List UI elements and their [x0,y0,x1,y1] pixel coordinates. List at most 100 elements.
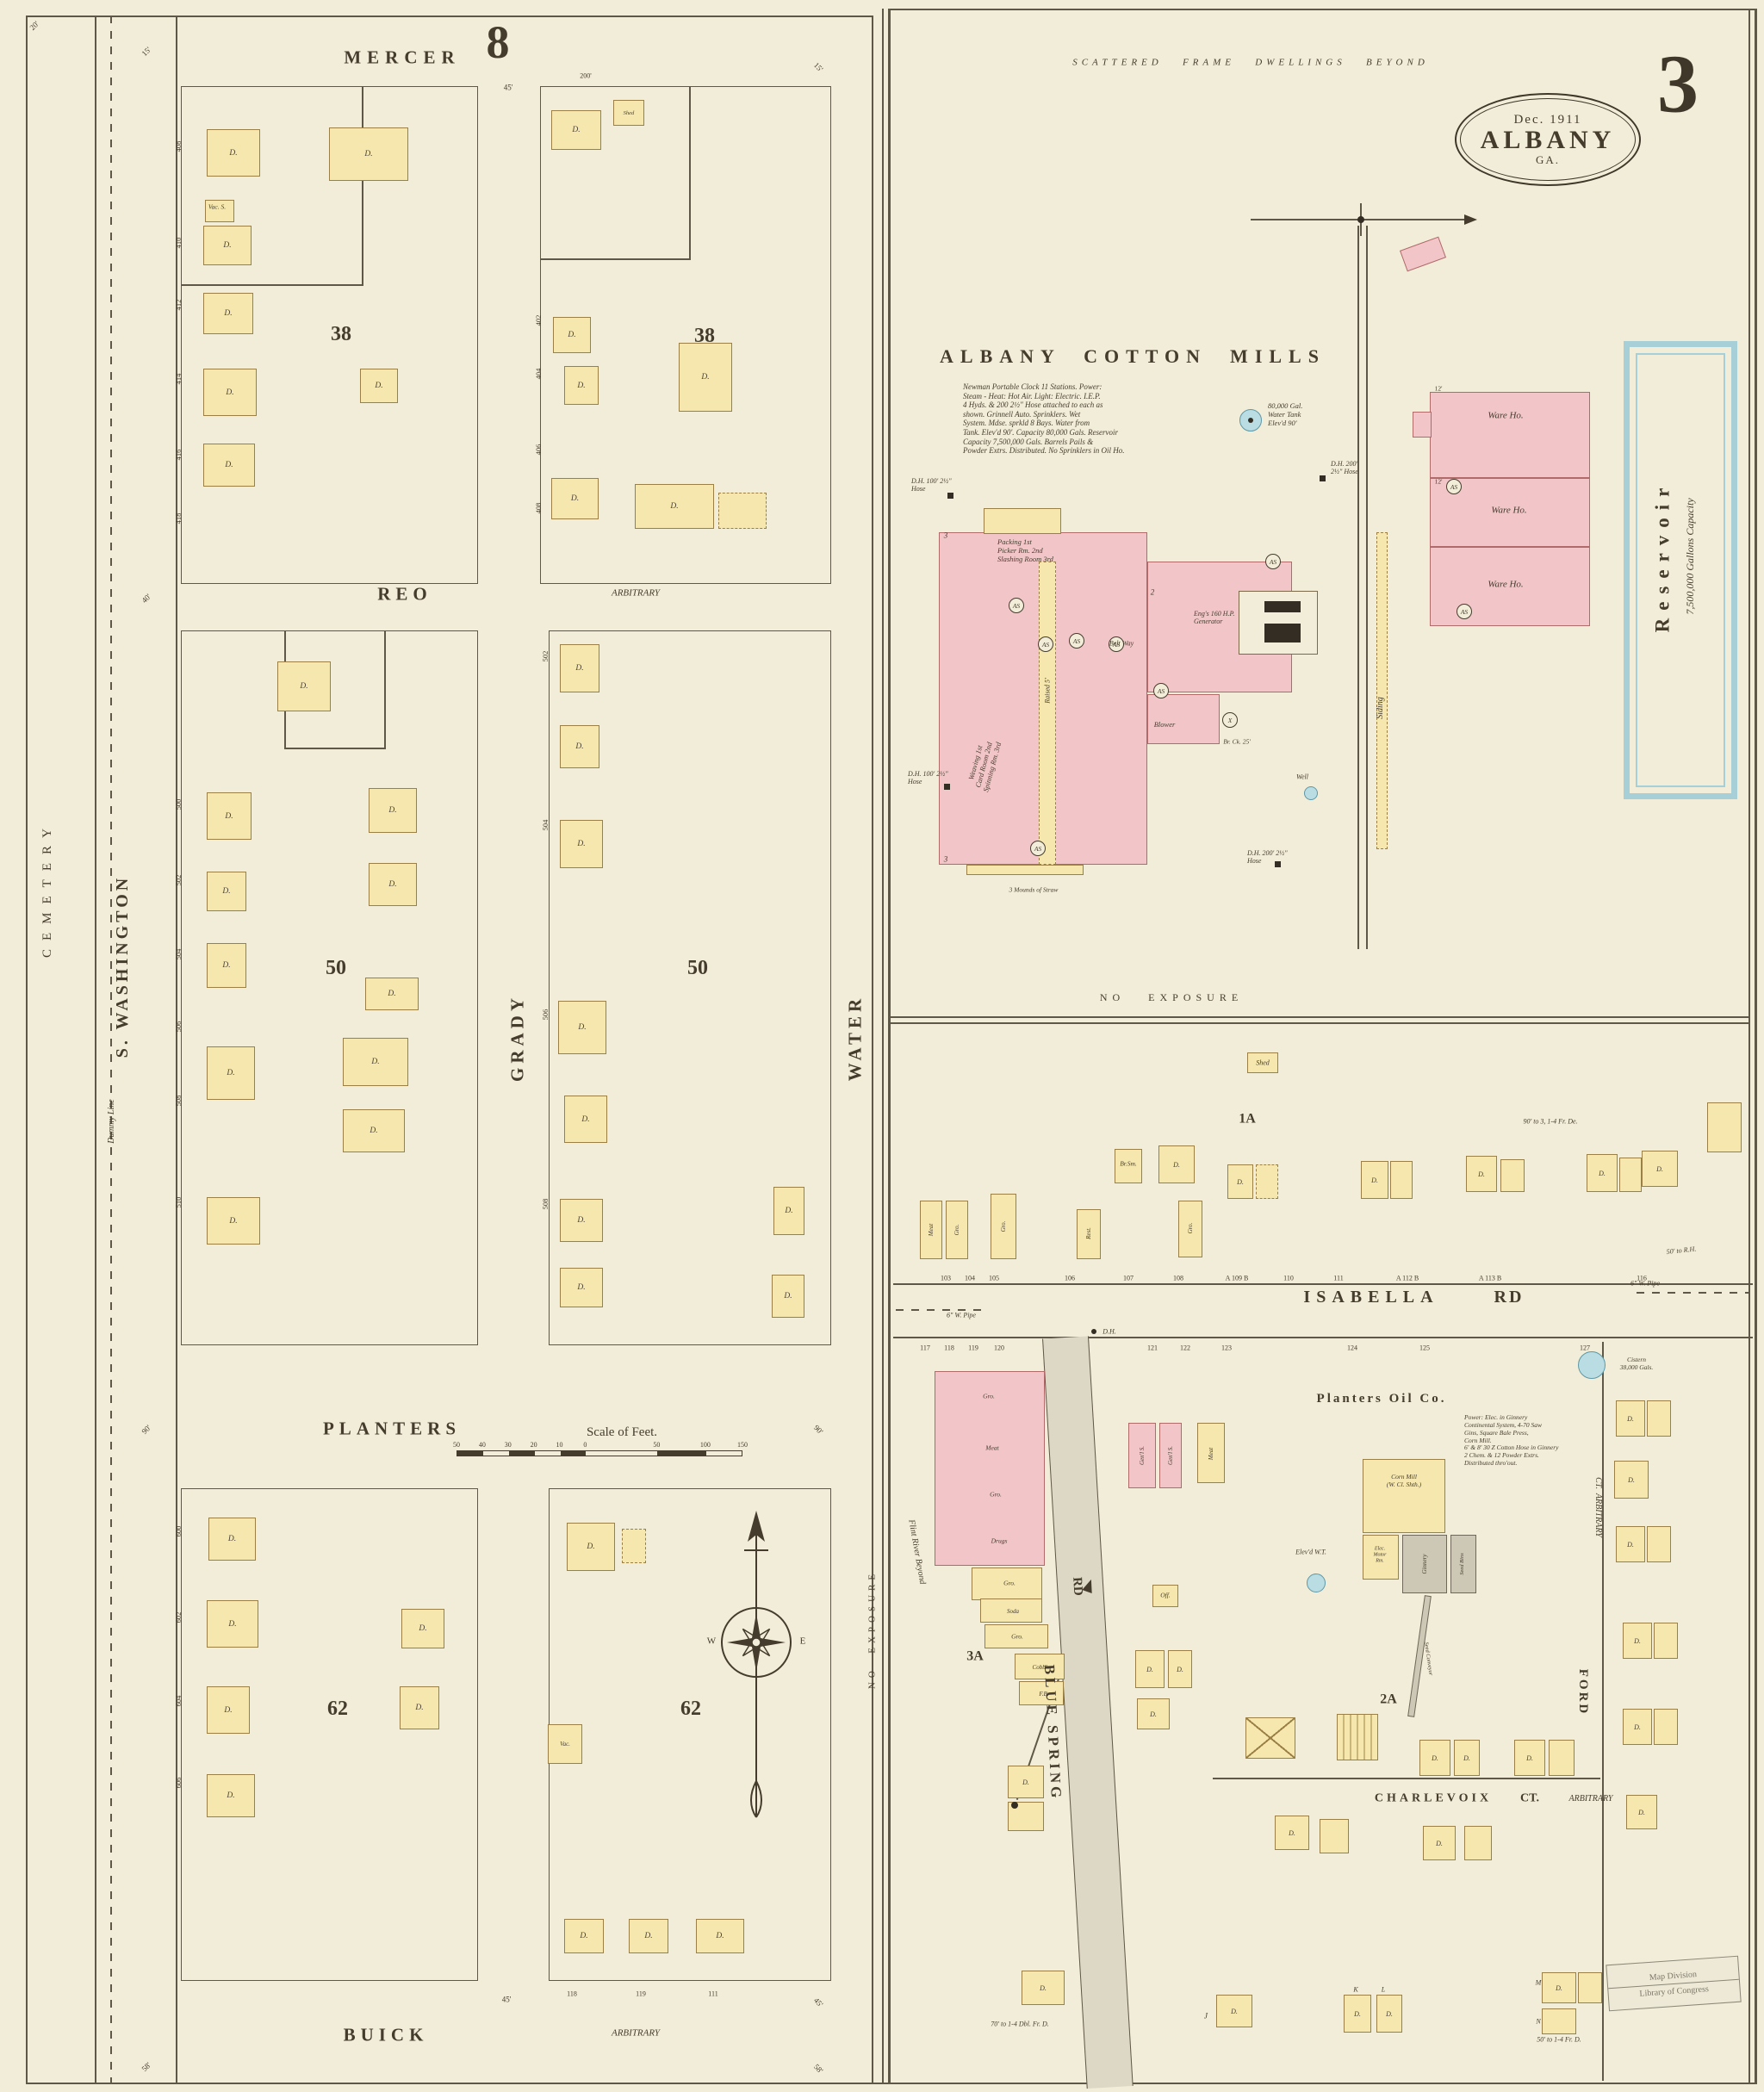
map-label: 200' [580,71,592,80]
map-label: 124 [1347,1344,1357,1352]
map-label: 50' to 1-4 Fr. D. [1537,2035,1581,2044]
building [991,1194,1016,1259]
building: D. [365,978,419,1010]
map-seal: Dec. 1911 ALBANY GA. [1455,93,1641,186]
street-ct-arbitrary: CT. ARBITRARY [1593,1477,1603,1537]
building: D. [277,661,331,711]
building: D. [329,127,408,181]
map-label: 50' to R.H. [1666,1245,1697,1257]
map-label: 602 [173,1611,183,1623]
map-label: 58' [140,2060,153,2074]
map-label: 6" W. Pipe [1630,1279,1660,1288]
mill-packing-label: Packing 1st Picker Rm. 2nd Slashing Room… [997,537,1053,564]
map-label: 119 [636,1990,646,1998]
map-label: 40' [140,592,153,605]
building-label: D. [577,1216,586,1225]
scale-segment [706,1451,743,1456]
scale-title: Scale of Feet. [586,1425,658,1440]
map-label: D.H. 200' 2½" Hose [1331,460,1358,476]
map-line [181,284,363,286]
building-label: D. [701,373,710,382]
building-label: D. [1478,1170,1485,1178]
reservoir-outline [1624,341,1737,799]
map-label: 103 [941,1274,951,1282]
building: D. [203,369,257,416]
building-label: D. [1556,1983,1562,1992]
map-label: 20' [28,19,41,33]
building-label: D. [1237,1177,1244,1186]
building-label: D. [375,382,383,390]
map-label: Drugs [991,1536,1008,1545]
building: D. [203,444,255,487]
isabella-south-edge [893,1337,1753,1338]
chimney-symbol: X [1222,712,1238,728]
map-label: 6" W. Pipe [947,1311,976,1319]
map-label: 117 [920,1344,930,1352]
siding-label: Siding [1376,697,1386,719]
building-label: D. [224,309,233,318]
map-label: A 112 B [1395,1274,1419,1282]
building: D. [207,129,260,177]
building-label: D. [1656,1164,1663,1173]
map-label: 127 [1580,1344,1590,1352]
corn-mill [1363,1459,1445,1533]
building: D. [1168,1650,1192,1688]
building: D. [1423,1826,1456,1860]
building [1152,1585,1178,1607]
hydrant [1275,861,1281,867]
building: D. [772,1275,804,1318]
street-isabella-rd: RD [1494,1288,1525,1307]
building-label: D. [1177,1665,1183,1673]
building [984,508,1061,534]
building [1019,1681,1064,1705]
map-label: 110 [1283,1274,1294,1282]
building-label: D. [784,1292,792,1301]
street-ford: FORD [1575,1668,1590,1716]
scale-segment [657,1451,706,1456]
building-label: Shed [623,109,635,116]
sheet-edge-left [26,16,28,2084]
map-label: 121 [1147,1344,1158,1352]
building: D. [369,788,417,833]
map-label: Gro. [990,1490,1002,1499]
title-albany-cotton-mills: ALBANY COTTON MILLS [940,345,1326,368]
map-label: 118 [567,1990,577,1998]
block-62-b: 62 [680,1697,701,1720]
note-no-exposure-river: NO EXPOSURE [866,1569,878,1690]
map-label: 408 [533,502,543,514]
building: D. [1642,1151,1678,1187]
cistern-label: Cistern 38,000 Gals. [1619,1356,1654,1371]
building: D. [207,1774,255,1817]
building [1115,1149,1142,1183]
scale-segment [457,1451,483,1456]
map-label: E [799,1636,806,1647]
building-label: D. [227,1535,237,1543]
map-line [689,86,691,258]
building-label: D. [1040,1983,1047,1992]
dummy-line [110,16,112,2083]
map-label: A 109 B [1225,1274,1249,1282]
building [622,1529,646,1563]
symbol-text: AS [1041,640,1050,649]
building: D. [400,1686,439,1729]
seed-bins [1450,1535,1476,1593]
auto-sprinkler-riser: AS [1109,636,1124,652]
symbol-text: AS [1269,557,1277,566]
map-label: D.H. 100' 2½" Hose [908,770,948,786]
building-label: D. [568,331,576,339]
building-label: D. [222,961,231,970]
auto-sprinkler-riser: AS [1153,683,1169,698]
map-label: 406 [533,444,543,456]
left-panel-top [26,16,873,17]
map-label: 106 [1065,1274,1075,1282]
building-label: D. [581,1114,590,1124]
building: D. [560,1199,603,1242]
map-label: Meat [985,1443,999,1452]
map-label: Blower [1153,719,1176,729]
building-label: D. [227,1069,235,1077]
building [1247,1052,1278,1073]
building: D. [679,343,732,412]
hydrant [1320,475,1326,481]
block-50-a: 50 [326,956,346,979]
